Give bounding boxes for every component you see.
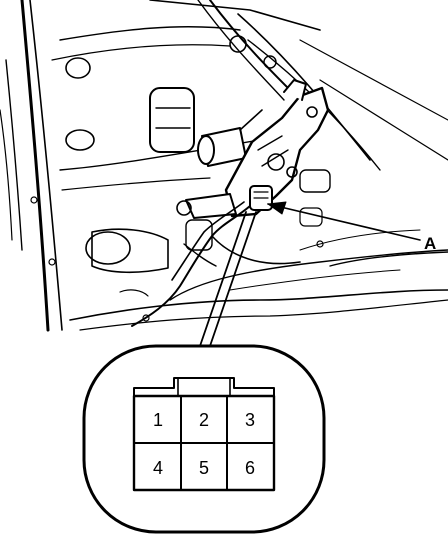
pin-label-1: 1 (153, 410, 163, 430)
callout-a-label: A (424, 234, 436, 253)
connector-pin-labels: 1 2 3 4 5 6 (153, 410, 255, 478)
pin-label-4: 4 (153, 458, 163, 478)
connector-inset (82, 344, 326, 534)
pin-label-5: 5 (199, 458, 209, 478)
door-panel-illustration (0, 0, 448, 332)
connector-latch (133, 377, 275, 397)
callout-a-pointer (267, 201, 421, 241)
inset-leader-line (199, 211, 257, 347)
pin-label-2: 2 (199, 410, 209, 430)
pin-label-3: 3 (245, 410, 255, 430)
pin-label-6: 6 (245, 458, 255, 478)
